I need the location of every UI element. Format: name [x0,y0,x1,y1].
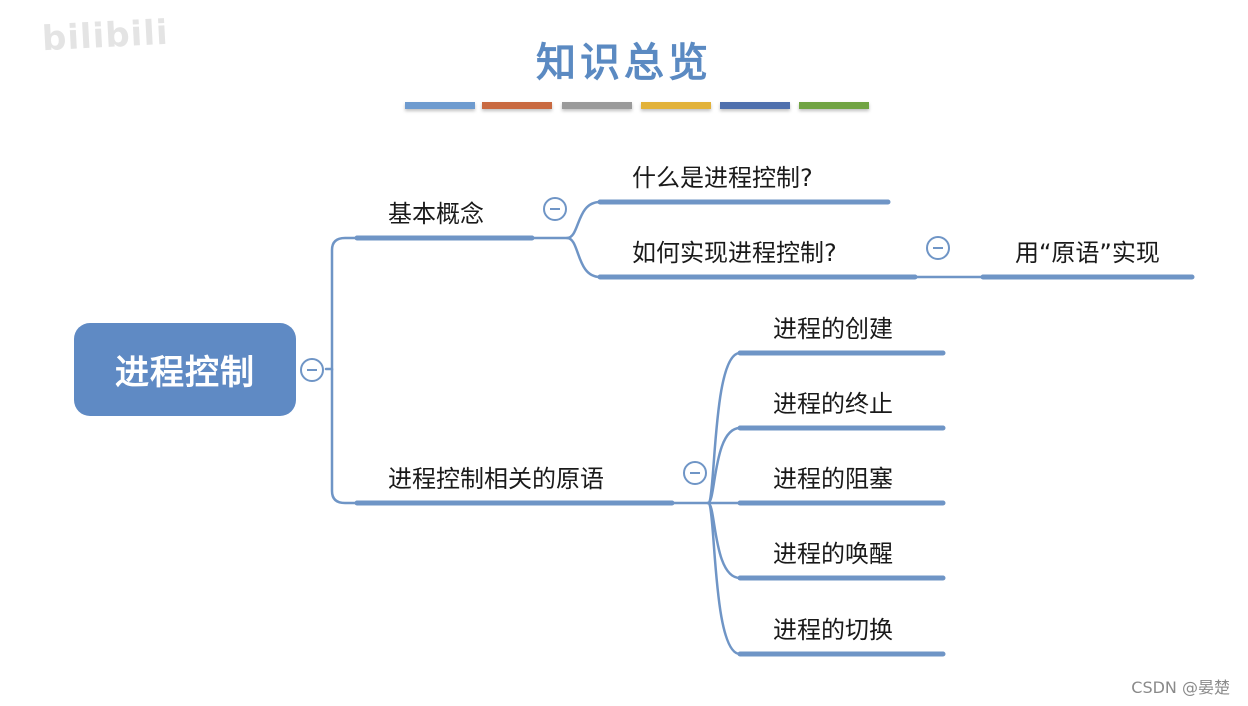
node-what[interactable]: 什么是进程控制? [632,164,813,192]
node-how-child[interactable]: 用“原语”实现 [1015,239,1160,267]
collapse-root-button[interactable] [300,358,324,382]
node-basic[interactable]: 基本概念 [388,200,484,228]
root-node-label: 进程控制 [115,353,255,393]
collapse-how-button[interactable] [926,236,950,260]
connector-prim-0 [670,351,742,505]
connector-prim-4 [706,501,742,656]
color-bar [405,102,475,109]
collapse-primitives-button[interactable] [683,461,707,485]
node-primitive-switch[interactable]: 进程的切换 [773,616,893,644]
page-title: 知识总览 [536,40,712,86]
color-bar [720,102,790,109]
csdn-watermark: CSDN @晏楚 [1131,678,1230,697]
node-primitive-create[interactable]: 进程的创建 [773,315,893,343]
color-bar [562,102,632,109]
node-how[interactable]: 如何实现进程控制? [632,239,837,267]
node-primitive-wakeup[interactable]: 进程的唤醒 [773,540,893,568]
root-node[interactable]: 进程控制 [74,323,296,416]
node-primitives[interactable]: 进程控制相关的原语 [388,465,604,493]
connector-basic-how [565,236,602,279]
underline-group [354,199,1195,657]
color-bar [641,102,711,109]
node-primitive-terminate[interactable]: 进程的终止 [773,390,893,418]
connector-root-basic [324,236,359,371]
color-bar [799,102,869,109]
collapse-basic-button[interactable] [543,197,567,221]
node-primitive-block[interactable]: 进程的阻塞 [773,465,893,493]
connector-root-primitives [330,367,359,505]
connector-prim-1 [706,426,742,505]
color-bar [482,102,552,109]
curve-group [324,200,985,656]
